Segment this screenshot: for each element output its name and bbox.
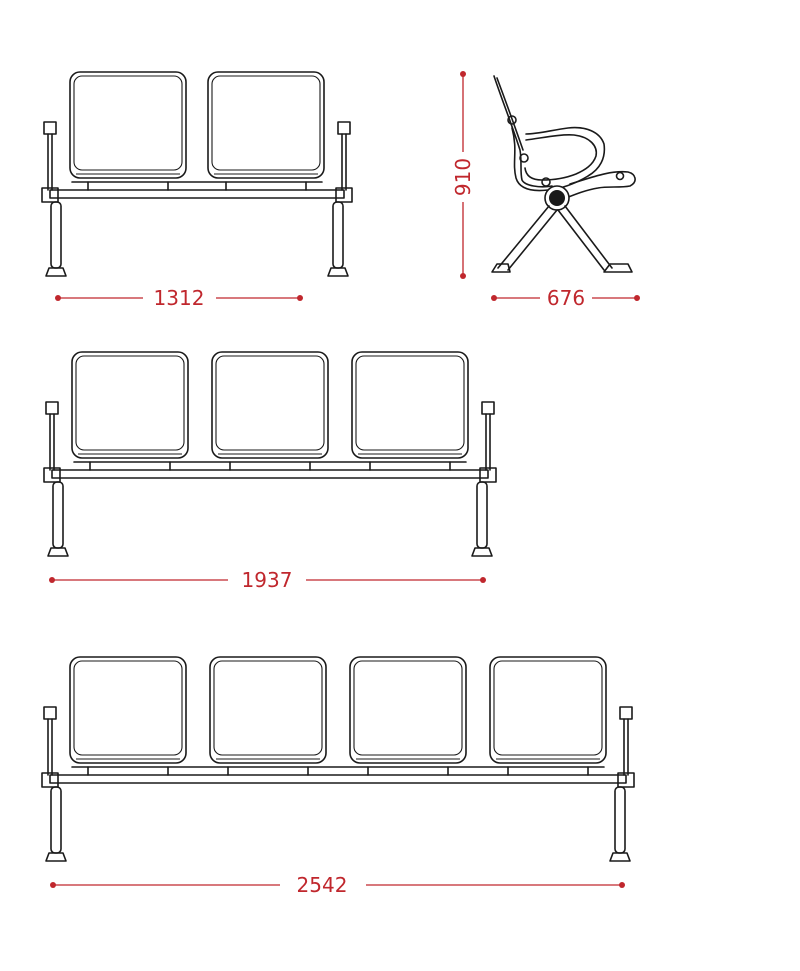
- dimension-endpoint: [480, 577, 486, 583]
- seat-shell-outline: [511, 126, 606, 192]
- leg-front: [557, 205, 613, 271]
- armrest-cap: [337, 121, 351, 135]
- armrest: [565, 170, 636, 199]
- foot-rear: [491, 263, 511, 273]
- bench-foot: [45, 267, 67, 277]
- chair-side-view: [491, 75, 636, 273]
- side-view-height-dimension: 910: [451, 71, 475, 279]
- end-bracket: [335, 187, 353, 203]
- seat-back-outer: [211, 351, 329, 459]
- seat-back-outer: [489, 656, 607, 764]
- side-view-height-label: 910: [451, 158, 475, 196]
- seat-back-inner: [213, 660, 323, 756]
- seat-back-inner: [73, 75, 183, 171]
- dimension-endpoint: [55, 295, 61, 301]
- seat-back-inner: [211, 75, 321, 171]
- armrest-cap: [619, 706, 633, 720]
- bench-3-seats: [43, 351, 497, 557]
- bench-leg: [614, 786, 626, 854]
- bench-2-width-label: 1312: [154, 286, 205, 310]
- seat-back-inner: [73, 660, 183, 756]
- bolt-icon: [507, 115, 517, 125]
- bench-leg: [332, 201, 344, 269]
- seat-back-inner: [75, 355, 185, 451]
- armrest-cap: [45, 401, 59, 415]
- bench-leg: [50, 201, 62, 269]
- backrest-inner: [496, 77, 524, 151]
- bench-beam: [51, 469, 489, 479]
- seat-back-outer: [349, 656, 467, 764]
- dimension-endpoint: [460, 273, 466, 279]
- side-view-depth-dimension: 676: [491, 286, 640, 310]
- bench-beam: [49, 189, 345, 199]
- seat-back-outer: [71, 351, 189, 459]
- bench-4-width-label: 2542: [297, 873, 348, 897]
- armrest-cap: [43, 121, 57, 135]
- dimension-endpoint: [297, 295, 303, 301]
- seat-back-inner: [355, 355, 465, 451]
- bench-4-seats: [41, 656, 635, 862]
- armrest-cap: [43, 706, 57, 720]
- end-bracket: [41, 772, 59, 788]
- side-view-depth-label: 676: [547, 286, 585, 310]
- beam-core: [549, 190, 565, 206]
- seat-back-inner: [493, 660, 603, 756]
- bench-3-width-label: 1937: [242, 568, 293, 592]
- bench-leg: [476, 481, 488, 549]
- foot-front: [603, 263, 633, 273]
- seat-back-inner: [215, 355, 325, 451]
- bench-2-seat-front-view: [41, 71, 353, 277]
- seat-back-outer: [69, 71, 187, 179]
- end-bracket: [41, 187, 59, 203]
- end-bracket: [617, 772, 635, 788]
- bench-foot: [45, 852, 67, 862]
- seat-back-outer: [69, 656, 187, 764]
- bench-foot: [47, 547, 69, 557]
- dimension-endpoint: [619, 882, 625, 888]
- bolt-icon: [615, 171, 625, 181]
- bolt-icon: [541, 177, 551, 187]
- backrest-outline: [493, 75, 553, 188]
- end-bracket: [43, 467, 61, 483]
- bench-3-width-dimension: 1937: [49, 568, 486, 592]
- leg-rear: [497, 205, 558, 271]
- seat-back-outer: [351, 351, 469, 459]
- end-bracket: [479, 467, 497, 483]
- bench-3-seat-front-view: [43, 351, 497, 557]
- bolt-icon: [519, 153, 529, 163]
- bench-beam: [49, 774, 627, 784]
- dimension-endpoint: [460, 71, 466, 77]
- bench-foot: [609, 852, 631, 862]
- bench-2-seats: [41, 71, 353, 277]
- bench-4-width-dimension: 2542: [50, 873, 625, 897]
- seat-back-outer: [209, 656, 327, 764]
- dimension-endpoint: [634, 295, 640, 301]
- dimension-endpoint: [49, 577, 55, 583]
- armrest-cap: [481, 401, 495, 415]
- bench-leg: [52, 481, 64, 549]
- dimension-endpoint: [50, 882, 56, 888]
- seat-shell-inner: [524, 134, 598, 181]
- dimension-endpoint: [491, 295, 497, 301]
- seat-back-outer: [207, 71, 325, 179]
- bench-foot: [471, 547, 493, 557]
- bench-foot: [327, 267, 349, 277]
- seat-back-inner: [353, 660, 463, 756]
- bench-2-width-dimension: 1312: [55, 286, 303, 310]
- bench-leg: [50, 786, 62, 854]
- bench-4-seat-front-view: [41, 656, 635, 862]
